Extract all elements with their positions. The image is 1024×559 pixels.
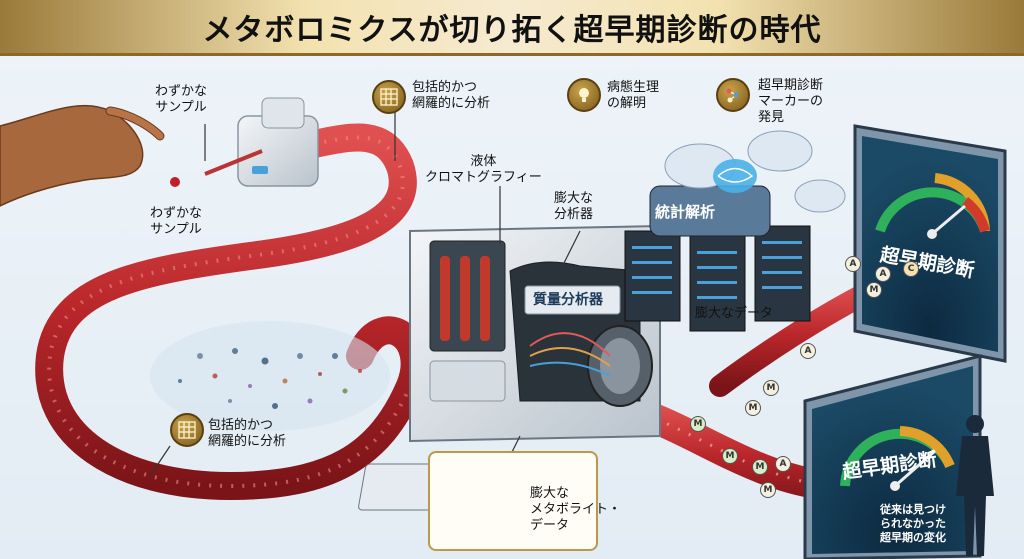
gauge-screen-top [855, 126, 1005, 361]
analyzer-machine [410, 226, 660, 441]
label-line: データ [530, 518, 621, 534]
marker-a: A [775, 456, 791, 472]
label-line: わずかな [150, 206, 202, 222]
label-line: 包括的かつ [412, 80, 490, 96]
hand-icon [0, 106, 180, 206]
label-line: の解明 [607, 96, 659, 112]
label-line: 膨大な [530, 486, 621, 502]
label-liquid-chromatography: 液体 クロマトグラフィー [425, 154, 542, 186]
label-line: 分析器 [554, 207, 593, 223]
sampling-device [205, 98, 318, 186]
label-massive-analyzer: 膨大な 分析器 [554, 191, 593, 223]
marker-m: M [690, 416, 706, 432]
label-comprehensive-bottom: 包括的かつ 網羅的に分析 [208, 418, 286, 450]
label-line: マーカーの [758, 94, 823, 110]
marker-m: M [763, 380, 779, 396]
marker-m: M [760, 482, 776, 498]
label-line: 網羅的に分析 [208, 434, 286, 450]
marker-c: C [903, 261, 919, 277]
brain-icon [713, 159, 757, 193]
label-metabolite-data: 膨大な メタボライト・ データ [530, 486, 621, 534]
label-early-marker: 超早期診断 マーカーの 発見 [758, 78, 823, 126]
title-banner: メタボロミクスが切り拓く超早期診断の時代 [0, 0, 1024, 56]
marker-m: M [866, 282, 882, 298]
label-line: 超早期の変化 [880, 531, 946, 545]
label-line: 包括的かつ [208, 418, 286, 434]
lightbulb-icon [567, 78, 601, 112]
label-line: られなかった [880, 517, 946, 531]
marker-a: A [875, 266, 891, 282]
label-pathophysiology: 病態生理 の解明 [607, 80, 659, 112]
diagram-stage: わずかな サンプル わずかな サンプル 包括的かつ 網羅的に分析 包括的かつ 網… [0, 56, 1024, 559]
marker-a: A [845, 256, 861, 272]
molecule-icon [716, 78, 750, 112]
marker-m: M [722, 448, 738, 464]
label-mass-spec: 質量分析器 [533, 292, 603, 308]
label-line: サンプル [155, 100, 207, 116]
label-line: 従来は見つけ [880, 503, 946, 517]
marker-m: M [745, 400, 761, 416]
label-statistics: 統計解析 [655, 204, 715, 220]
label-small-sample-bottom: わずかな サンプル [150, 206, 202, 238]
label-line: 膨大な [554, 191, 593, 207]
page-title: メタボロミクスが切り拓く超早期診断の時代 [202, 5, 821, 49]
marker-a: A [800, 343, 816, 359]
label-line: 網羅的に分析 [412, 96, 490, 112]
label-line: 液体 [425, 154, 542, 170]
label-line: サンプル [150, 222, 202, 238]
label-line: 発見 [758, 110, 823, 126]
label-line: 病態生理 [607, 80, 659, 96]
marker-m: M [752, 459, 768, 475]
label-line: メタボライト・ [530, 502, 621, 518]
grid-chart-icon [372, 80, 406, 114]
label-change-caption: 従来は見つけ られなかった 超早期の変化 [880, 503, 946, 545]
label-small-sample-top: わずかな サンプル [155, 84, 207, 116]
label-massive-data: 膨大なデータ [695, 306, 773, 322]
grid-chart-icon [170, 413, 204, 447]
label-line: 超早期診断 [758, 78, 823, 94]
label-line: わずかな [155, 84, 207, 100]
label-line: クロマトグラフィー [425, 170, 542, 186]
label-comprehensive-top: 包括的かつ 網羅的に分析 [412, 80, 490, 112]
